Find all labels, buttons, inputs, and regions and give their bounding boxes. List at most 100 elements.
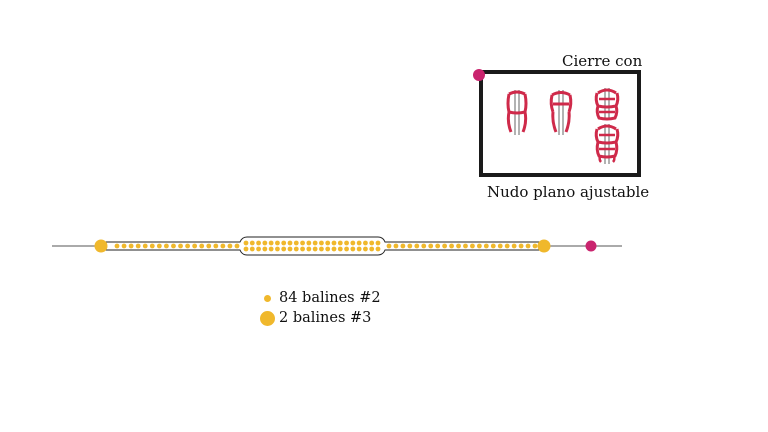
small-bead xyxy=(199,243,205,249)
small-bead xyxy=(281,240,287,246)
small-bead xyxy=(344,246,349,252)
small-bead xyxy=(470,243,475,249)
small-bead xyxy=(256,240,261,246)
knot-step-3 xyxy=(594,88,620,121)
small-bead xyxy=(525,243,531,249)
small-bead xyxy=(156,243,162,249)
small-bead xyxy=(213,243,219,249)
small-bead xyxy=(337,240,343,246)
small-bead xyxy=(375,240,381,246)
legend-label-large: 2 balines #3 xyxy=(279,310,372,326)
large-bead-right xyxy=(537,239,551,253)
small-bead xyxy=(350,240,356,246)
small-bead xyxy=(356,246,362,252)
small-bead xyxy=(476,243,482,249)
closure-title: Cierre con xyxy=(562,52,643,70)
small-bead xyxy=(227,243,233,249)
small-bead xyxy=(337,246,343,252)
knot-step-4 xyxy=(594,124,620,164)
small-bead xyxy=(421,243,427,249)
small-bead-icon xyxy=(263,294,271,302)
small-bead xyxy=(114,243,120,249)
legend-item-large-beads: 2 balines #3 xyxy=(258,308,381,328)
small-bead xyxy=(407,243,413,249)
knot-step-2 xyxy=(549,90,573,135)
small-bead xyxy=(287,246,293,252)
small-bead xyxy=(344,240,349,246)
small-bead xyxy=(256,246,261,252)
small-bead xyxy=(312,240,318,246)
small-bead xyxy=(268,246,274,252)
small-bead xyxy=(164,243,169,249)
small-bead xyxy=(281,246,287,252)
small-bead xyxy=(300,246,305,252)
small-bead xyxy=(350,246,356,252)
small-bead xyxy=(325,240,331,246)
small-bead xyxy=(275,246,280,252)
small-bead xyxy=(306,246,312,252)
small-bead xyxy=(456,243,461,249)
small-bead xyxy=(393,243,399,249)
legend-item-small-beads: 84 balines #2 xyxy=(258,288,381,308)
small-bead xyxy=(262,240,268,246)
small-bead xyxy=(375,246,381,252)
closure-subtitle: Nudo plano ajustable xyxy=(487,183,650,201)
small-bead xyxy=(275,240,280,246)
small-bead xyxy=(356,240,362,246)
small-bead xyxy=(142,243,148,249)
small-bead xyxy=(518,243,524,249)
small-bead xyxy=(504,243,510,249)
small-bead xyxy=(386,243,392,249)
small-bead xyxy=(325,246,331,252)
small-bead xyxy=(442,243,448,249)
small-bead xyxy=(369,240,375,246)
small-bead xyxy=(293,240,299,246)
small-bead xyxy=(287,240,293,246)
small-bead xyxy=(243,240,249,246)
small-bead xyxy=(319,240,324,246)
small-bead xyxy=(234,243,240,249)
large-bead-icon xyxy=(259,310,275,326)
legend-label-small: 84 balines #2 xyxy=(279,290,381,306)
small-bead xyxy=(192,243,198,249)
small-bead xyxy=(319,246,324,252)
large-bead-left xyxy=(94,239,108,253)
small-bead xyxy=(331,246,337,252)
small-bead xyxy=(135,243,141,249)
small-bead xyxy=(262,246,268,252)
small-bead xyxy=(483,243,489,249)
small-bead xyxy=(363,240,368,246)
small-bead xyxy=(293,246,299,252)
small-bead xyxy=(363,246,368,252)
small-bead xyxy=(149,243,155,249)
small-bead xyxy=(497,243,503,249)
small-bead xyxy=(185,243,190,249)
small-bead xyxy=(128,243,134,249)
small-bead xyxy=(490,243,496,249)
small-bead xyxy=(249,240,255,246)
small-bead xyxy=(428,243,434,249)
small-bead xyxy=(312,246,318,252)
knot-step-1 xyxy=(506,90,528,135)
small-bead xyxy=(435,243,441,249)
small-bead xyxy=(532,243,538,249)
small-bead xyxy=(511,243,517,249)
small-bead xyxy=(400,243,406,249)
legend: 84 balines #2 2 balines #3 xyxy=(258,288,381,328)
small-bead xyxy=(220,243,226,249)
small-bead xyxy=(243,246,249,252)
small-bead xyxy=(331,240,337,246)
small-bead xyxy=(414,243,420,249)
knot-illustration xyxy=(506,88,620,164)
small-bead xyxy=(178,243,183,249)
small-bead xyxy=(369,246,375,252)
small-bead xyxy=(171,243,176,249)
closure-bead xyxy=(585,240,597,252)
small-bead xyxy=(463,243,468,249)
small-bead xyxy=(449,243,454,249)
small-bead xyxy=(206,243,212,249)
small-bead xyxy=(249,246,255,252)
knot-illustration-frame xyxy=(479,70,641,177)
small-bead xyxy=(268,240,274,246)
